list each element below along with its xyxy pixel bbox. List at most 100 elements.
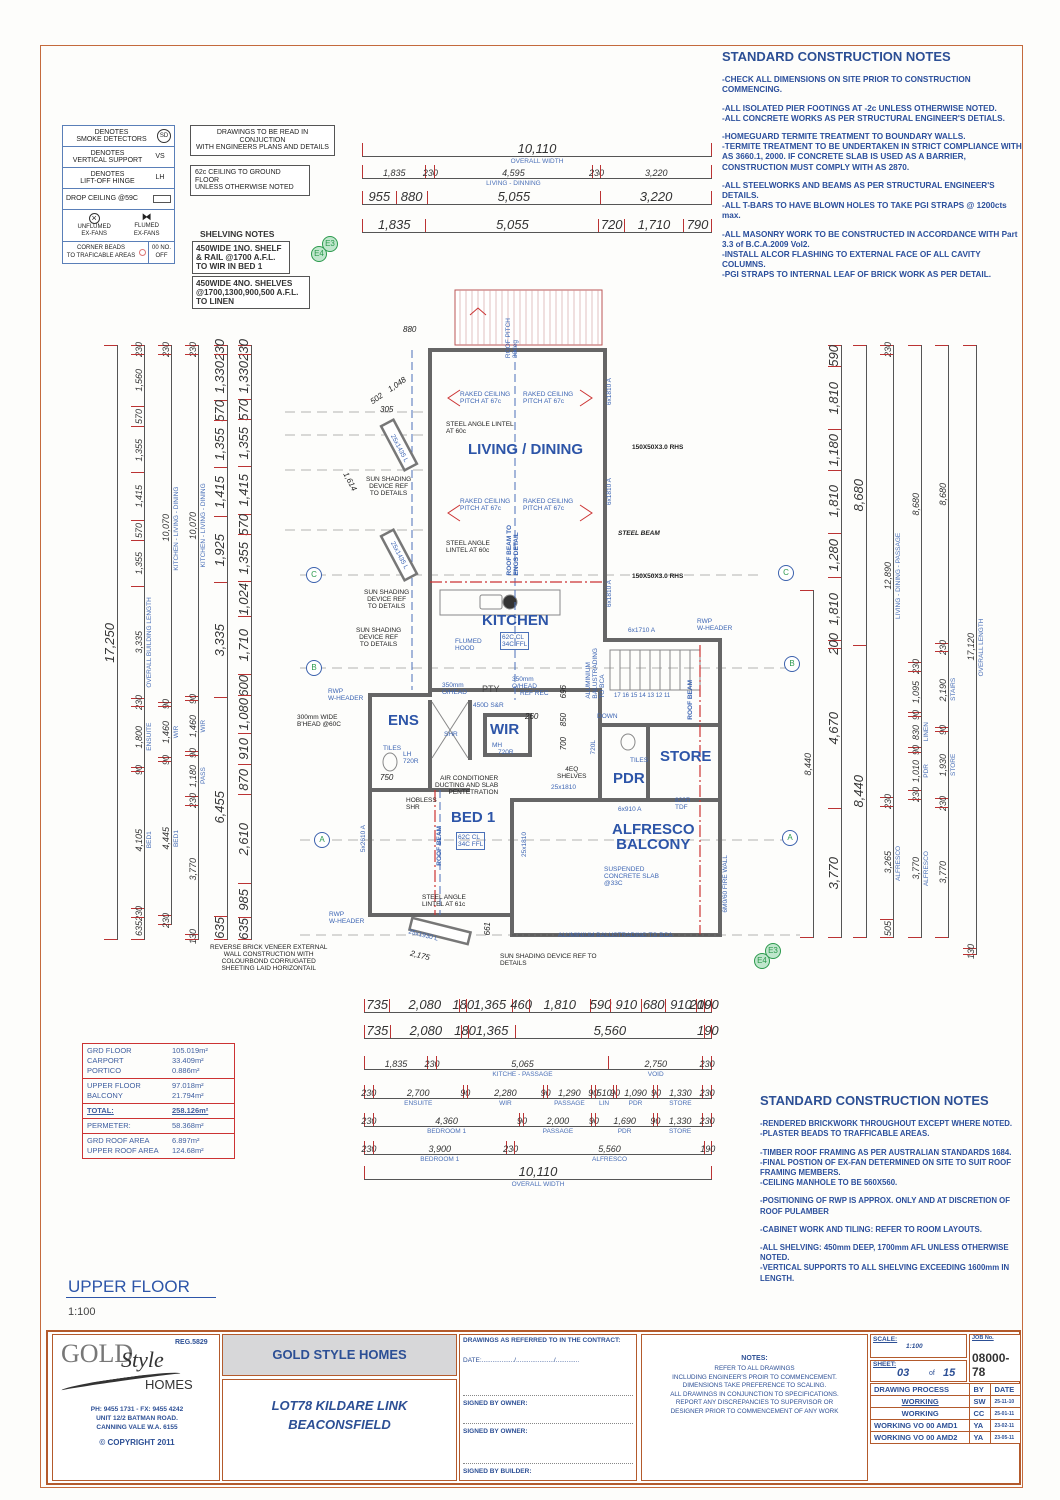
signed-by-owner-2[interactable]: SIGNED BY OWNER: [463, 1423, 633, 1435]
sheet-label: SHEET: [873, 1361, 897, 1368]
dimension-value: 230 [422, 168, 438, 178]
dimension-segment: 230 [158, 342, 171, 357]
dimension-value: 5,065 [511, 1059, 534, 1069]
grid-marker-c-left: C [306, 567, 322, 583]
sheet-cell: SHEET: 03 of 15 [870, 1360, 967, 1382]
title-notes-heading: NOTES: [741, 1355, 768, 1362]
room-kitchen: KITCHEN [482, 612, 549, 629]
dimension-label: STORE [669, 1100, 692, 1107]
dimension-value: 2,280 [494, 1088, 517, 1098]
wir-door-note: 720R [498, 749, 514, 756]
signed-by-builder[interactable]: SIGNED BY BUILDER: [463, 1463, 633, 1475]
raked-ceiling-note: RAKED CEILING PITCH AT 67c [523, 498, 574, 512]
dimension-segment: 200 [826, 633, 841, 655]
dimension-segment: 720 [598, 217, 624, 232]
legend-vs-label: DENOTES VERTICAL SUPPORT [72, 149, 143, 165]
tiles-note: TILES [630, 757, 649, 764]
dimension-value: 1,090 [624, 1088, 647, 1098]
dimension-value: 180 [454, 1023, 476, 1038]
dim-700: 700 [559, 737, 568, 751]
dimension-segment: 570 [212, 400, 227, 421]
process-cell: YA [969, 1419, 992, 1432]
window-note: 25x1810 [551, 784, 576, 791]
dim-750: 750 [380, 773, 394, 782]
dimension-value: 1,810 [543, 997, 576, 1012]
overhead-cupboard-note: 350mm O/HEAD [512, 676, 537, 690]
elevation-marker-e4: E4 [754, 953, 770, 969]
ensuite-door-note: LH 720R [403, 751, 419, 765]
engineers-note: DRAWINGS TO BE READ IN CONJUCTION WITH E… [190, 125, 335, 156]
dimension-value: 230 [361, 1088, 377, 1098]
dimension-value: 90 [460, 1088, 471, 1098]
process-cell: 23-02-11 [990, 1419, 1021, 1432]
dimension-segment: 8,680 [908, 345, 921, 662]
dimension-segment: 570 [236, 514, 251, 536]
dimension-segment: 3,220 [600, 189, 712, 204]
dimension-segment: 90 [460, 1085, 471, 1098]
dimension-segment: 90 [185, 694, 198, 704]
window-note: 25x1810 [521, 832, 528, 857]
legend-corner-label: CORNER BEADS TO TRAFICABLE AREAS [66, 245, 136, 259]
dimension-segment: 230 [880, 794, 893, 809]
dimension-segment: 1,810 [826, 577, 841, 640]
angled-windows [379, 417, 473, 946]
aircon-note: AIR CONDITIONER DUCTING AND SLAB PENTETR… [435, 775, 499, 796]
aluminium-balustrading-note: ALUMINIUM BALUSTRADING TO BCA [585, 648, 606, 699]
area-value: 97.018m² [172, 1081, 204, 1090]
window-note: 6x1710 A [628, 627, 656, 634]
dimension-label: KITCHE - PASSAGE [492, 1071, 553, 1078]
dimension-value: 735 [366, 1023, 389, 1038]
dimension-segment: 910 [664, 997, 696, 1012]
dimension-label: VOID [647, 1071, 664, 1078]
dimension-segment: 190 [697, 1023, 719, 1038]
floor-plan-drawing [285, 289, 800, 946]
dimension-segment: 230 [361, 1141, 376, 1154]
dimension-segment: 870 [236, 764, 251, 794]
dimension-value: 10,110 [517, 141, 557, 156]
dimension-segment: 600 [236, 674, 251, 696]
dimension-segment: 8,680 [851, 345, 866, 645]
stairs-down-label: DOWN [597, 713, 618, 720]
room-wir: WIR [490, 721, 520, 738]
dimension-value: 1,835 [382, 168, 406, 178]
reverse-brick-note: REVERSE BRICK VENEER EXTERNAL WALL CONST… [210, 944, 328, 972]
door-note: 820R TDF [675, 797, 691, 811]
area-value: 33.409m² [172, 1056, 204, 1065]
dimension-value: 720 [600, 217, 623, 232]
window-note: 5x2610 A [360, 825, 367, 853]
shelf-rail-note: 450D S&R [473, 702, 504, 709]
dimension-value: 190 [700, 1144, 716, 1154]
dimension-label: OVERALL WIDTH [511, 1181, 565, 1188]
dimension-value: 2,000 [546, 1116, 570, 1126]
dimension-value: 90 [609, 1088, 620, 1098]
perimeter-label: PERMETER: [87, 1121, 131, 1130]
dimension-value: 510 [596, 1088, 612, 1098]
dimension-segment: 1,810 [826, 366, 841, 429]
dimension-label: BEDROOM 1 [420, 1156, 460, 1163]
dimension-segment: 2,080 [389, 1023, 461, 1038]
area-value: 0.886m² [172, 1066, 200, 1075]
process-cell: 23-05-11 [990, 1431, 1021, 1444]
dimension-segment: 190 [697, 997, 719, 1012]
signed-by-owner-1[interactable]: SIGNED BY OWNER: [463, 1395, 633, 1407]
dimension-segment: 230 [908, 787, 921, 802]
dimension-segment: 90 [908, 745, 921, 755]
rwp-note: RWP W-HEADER [328, 688, 364, 702]
dimension-segment: 8,680 [935, 345, 948, 643]
title-underline [66, 1297, 216, 1298]
dimension-value: 90 [650, 1116, 661, 1126]
dimension-value: 1,710 [637, 217, 671, 232]
tiles-note: TILES [383, 745, 402, 752]
dimension-value: 90 [588, 1088, 599, 1098]
